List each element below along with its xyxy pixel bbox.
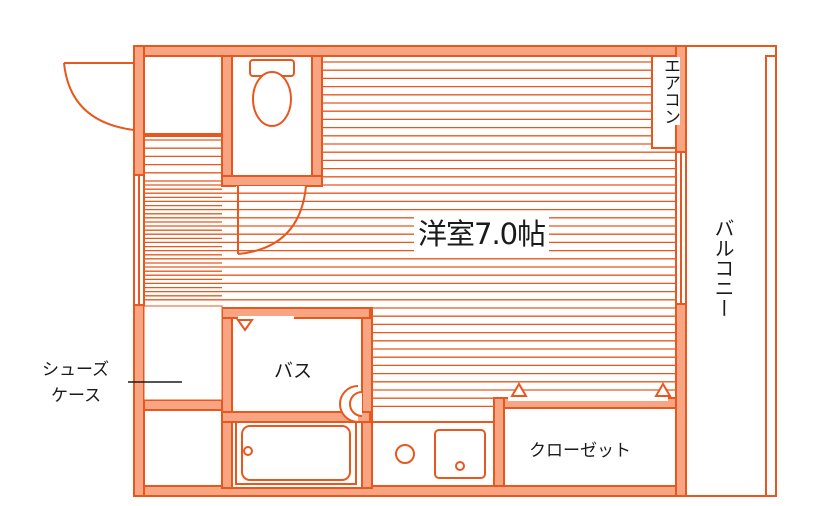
flooring-stripes <box>144 61 676 408</box>
bath-label: バス <box>274 360 313 382</box>
balcony-label: バルコニー <box>711 218 735 318</box>
shoe-case <box>128 305 223 487</box>
closet <box>493 382 677 487</box>
aircon-label: エアコン <box>654 57 680 125</box>
toilet-fixture <box>249 59 295 127</box>
shoe-case-label-line2: ケース <box>51 386 102 406</box>
balcony <box>685 45 777 497</box>
room-label: 洋室7.0帖 <box>414 216 550 252</box>
bathtub <box>235 421 357 485</box>
kitchen <box>371 421 495 487</box>
closet-label: クローゼット <box>529 441 631 461</box>
entrance-door <box>63 62 135 131</box>
shoe-case-label-line1: シューズ <box>42 360 110 380</box>
toilet-room <box>221 55 323 192</box>
washbasin-round <box>339 385 363 423</box>
entrance <box>143 55 223 137</box>
toilet-door <box>237 185 307 255</box>
windows <box>133 151 687 306</box>
